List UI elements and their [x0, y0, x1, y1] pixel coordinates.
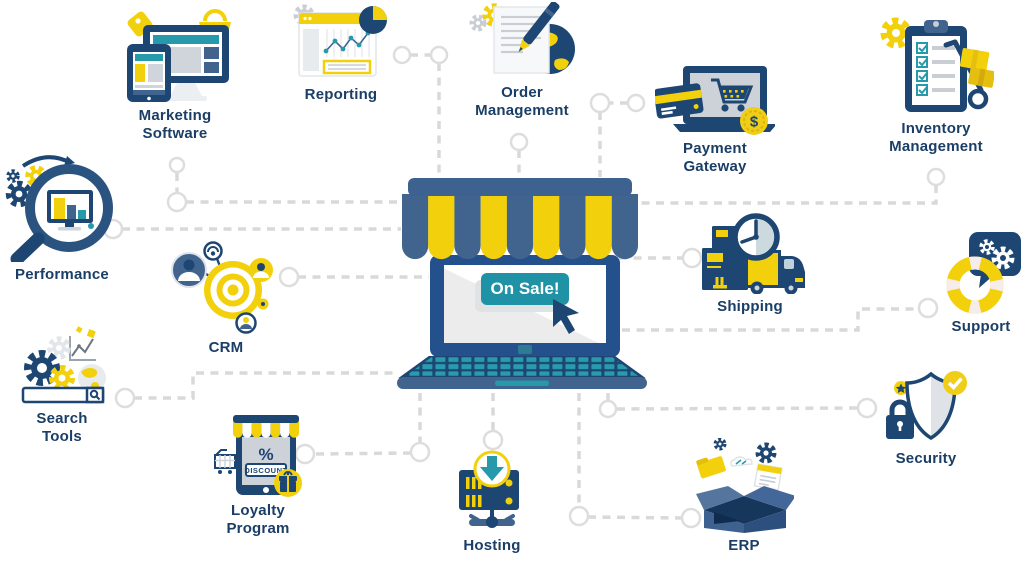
- node-support: Support: [938, 230, 1024, 336]
- node-loyalty-program: % DISCOUNT Loyalty Program: [212, 413, 304, 539]
- on-sale-button[interactable]: On Sale!: [481, 273, 569, 305]
- order-management-label: Order Management: [475, 84, 569, 120]
- hosting-label: Hosting: [463, 537, 521, 554]
- reporting-label: Reporting: [304, 86, 378, 103]
- node-marketing-software: Marketing Software: [110, 8, 240, 144]
- marketing-software-label: Marketing Software: [138, 107, 212, 143]
- marketing-software-icon: [126, 9, 231, 102]
- crm-icon: [171, 241, 273, 334]
- laptop-bezel-button: [518, 345, 532, 354]
- connector-dots: [102, 45, 946, 529]
- inventory-management-label: Inventory Management: [889, 120, 983, 156]
- support-label: Support: [951, 318, 1011, 335]
- node-crm: CRM: [166, 240, 286, 357]
- hosting-icon: [459, 450, 519, 528]
- node-security: Security: [880, 368, 972, 468]
- payment-gateway-label: Payment Gateway: [683, 140, 747, 176]
- node-order-management: Order Management: [466, 2, 578, 121]
- reporting-icon: [293, 4, 387, 77]
- erp-label: ERP: [728, 537, 760, 554]
- search-tools-icon: [21, 326, 106, 404]
- crm-label: CRM: [208, 339, 244, 356]
- security-label: Security: [895, 450, 957, 467]
- store-awning-icon: [402, 178, 638, 260]
- loyalty-program-icon: % DISCOUNT: [214, 415, 302, 497]
- support-icon: [946, 232, 1021, 314]
- discount-percent-symbol: %: [258, 445, 273, 464]
- node-hosting: Hosting: [451, 448, 533, 555]
- security-icon: [886, 371, 967, 441]
- loyalty-program-label: Loyalty Program: [226, 502, 290, 538]
- shipping-label: Shipping: [717, 298, 783, 315]
- performance-icon: [5, 155, 113, 262]
- laptop-touchpad: [495, 380, 549, 386]
- node-erp: ERP: [694, 438, 794, 555]
- node-inventory-management: Inventory Management: [878, 16, 994, 157]
- payment-gateway-icon: $: [655, 66, 775, 135]
- discount-text: DISCOUNT: [244, 466, 287, 475]
- node-payment-gateway: $ Payment Gateway: [652, 66, 778, 177]
- coin-dollar-symbol: $: [750, 114, 759, 131]
- search-tools-label: Search Tools: [36, 410, 88, 446]
- shipping-icon: [702, 213, 805, 294]
- node-search-tools: Search Tools: [14, 326, 110, 447]
- inventory-management-icon: [880, 17, 994, 112]
- cursor-arrow-icon: [553, 299, 579, 334]
- performance-label: Performance: [15, 266, 109, 283]
- order-management-icon: [469, 2, 575, 74]
- node-reporting: Reporting: [288, 4, 394, 104]
- node-performance: Performance: [2, 152, 122, 284]
- erp-icon: [696, 438, 794, 533]
- node-shipping: Shipping: [695, 206, 805, 316]
- laptop-keyboard: [397, 356, 647, 389]
